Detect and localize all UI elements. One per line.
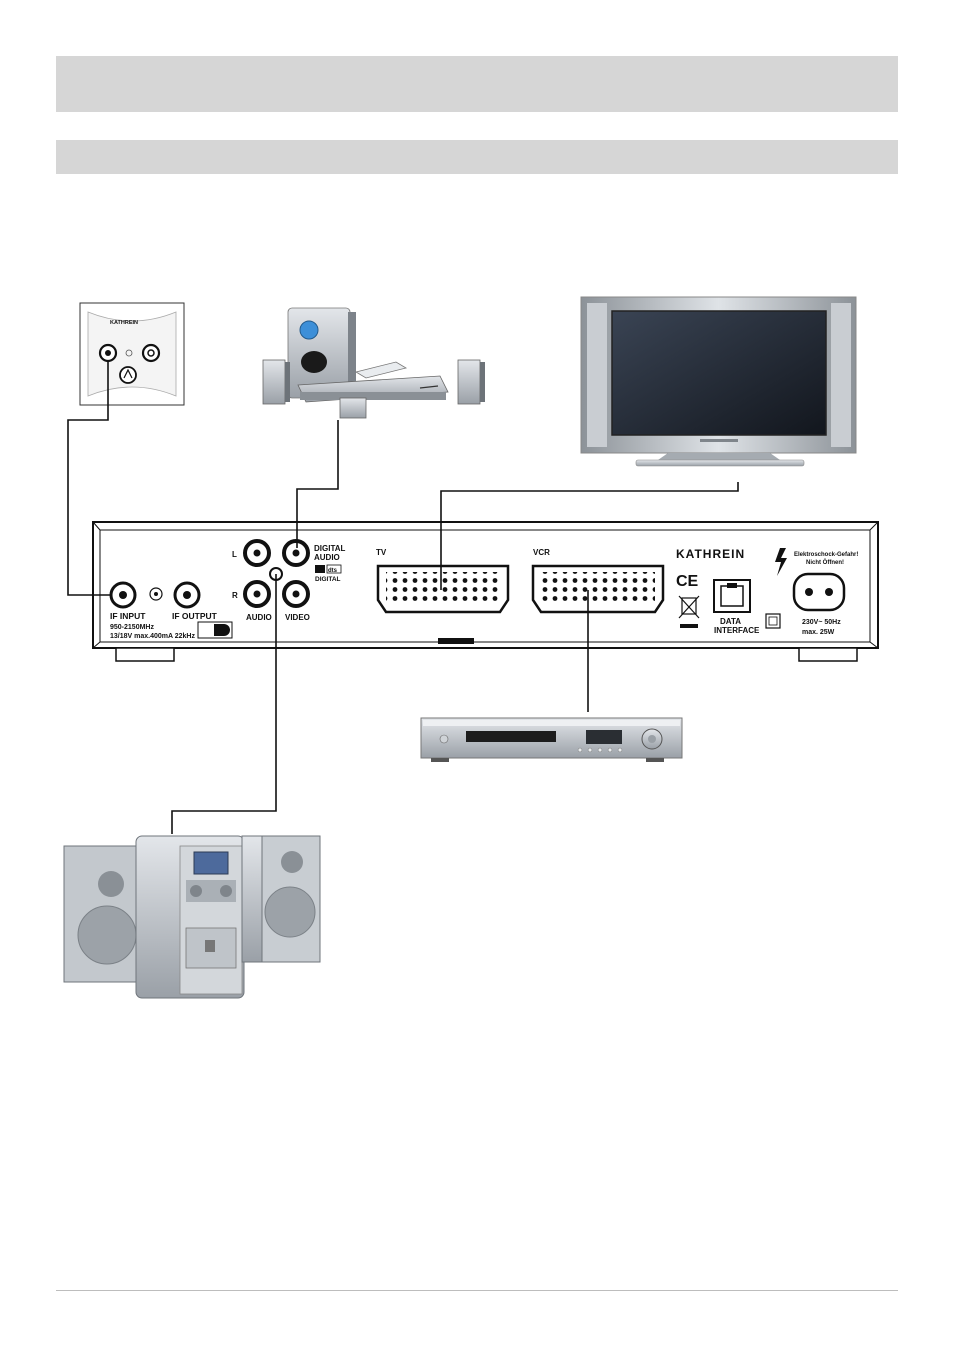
header-bar	[56, 56, 898, 112]
tv-scart-label: TV	[376, 548, 387, 557]
footer-rule	[56, 1290, 898, 1291]
cable-antenna-to-if-input	[67, 360, 112, 596]
warning-text-2: Nicht Öffnen!	[806, 559, 844, 566]
connection-cables	[67, 360, 739, 834]
dolby-digital-text: DIGITAL	[315, 576, 341, 583]
data-interface-label-2: INTERFACE	[714, 626, 760, 635]
receiver-rear-panel: IF INPUT IF OUTPUT 950-2150MHz 13/18V ma…	[92, 521, 879, 662]
antenna-wall-socket: KATHREIN	[79, 302, 185, 406]
weee-bin-icon	[678, 595, 700, 628]
home-theater-system	[262, 307, 485, 419]
if-frequency-spec: 950-2150MHz	[110, 624, 154, 631]
if-output-label: IF OUTPUT	[172, 611, 218, 621]
if-input-label: IF INPUT	[110, 611, 146, 621]
flat-screen-tv	[580, 296, 857, 467]
mini-hifi-system	[63, 835, 321, 999]
video-recorder	[420, 717, 683, 762]
data-interface-label-1: DATA	[720, 617, 741, 626]
dolby-logo	[315, 565, 325, 573]
lightning-warning-icon	[775, 548, 787, 576]
digital-audio-label-2: AUDIO	[314, 553, 340, 562]
cable-digital-audio-to-home-theater	[296, 420, 339, 548]
wall-socket-brand: KATHREIN	[110, 320, 138, 326]
cable-audio-to-hifi	[171, 574, 277, 834]
subheader-bar	[56, 140, 898, 174]
warning-text-1: Elektroschock-Gefahr!	[794, 552, 858, 558]
cable-tv-scart-to-tv	[440, 482, 739, 590]
vcr-scart-label: VCR	[533, 548, 550, 557]
audio-label: AUDIO	[246, 613, 272, 622]
power-spec-2: max. 25W	[802, 629, 835, 636]
audio-right-label: R	[232, 591, 238, 600]
power-socket	[792, 572, 846, 612]
power-switch	[765, 613, 781, 629]
video-label: VIDEO	[285, 613, 310, 622]
ce-mark: CE	[676, 573, 699, 590]
receiver-brand: KATHREIN	[676, 547, 745, 561]
if-power-spec: 13/18V max.400mA 22kHz	[110, 633, 195, 640]
dts-logo-text: dts	[328, 568, 338, 574]
audio-left-label: L	[232, 550, 237, 559]
digital-audio-label-1: DIGITAL	[314, 544, 346, 553]
power-spec-1: 230V~ 50Hz	[802, 619, 841, 626]
